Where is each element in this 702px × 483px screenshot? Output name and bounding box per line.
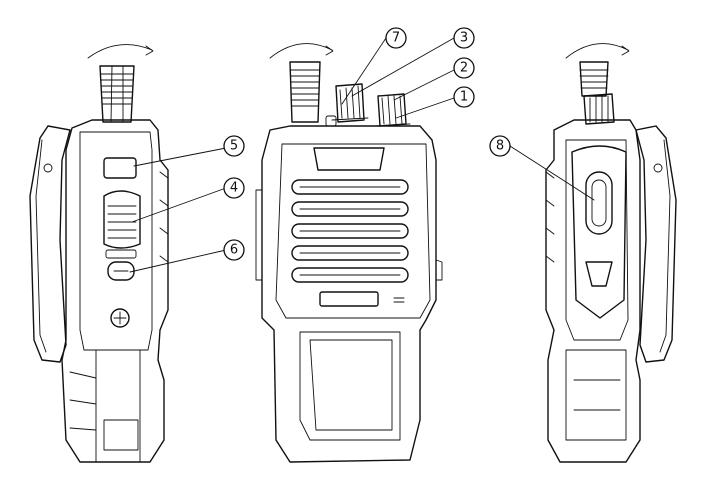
radio-body-front [256, 126, 442, 462]
ptt-button [104, 191, 140, 248]
callout-1: 1 [454, 87, 474, 107]
leader-4 [132, 188, 226, 222]
callout-5: 5 [224, 136, 244, 156]
volume-knob [374, 94, 410, 126]
speaker-grille [292, 180, 408, 282]
antenna-swing-arc [88, 45, 152, 58]
callout-2: 2 [454, 58, 474, 78]
callout-label-8: 8 [496, 139, 504, 154]
leader-3 [352, 38, 454, 96]
leader-6 [130, 250, 226, 272]
belt-clip-plate [572, 146, 626, 318]
leader-2 [394, 70, 454, 100]
antenna-right [580, 62, 614, 124]
led-indicator [326, 116, 336, 126]
logo-plate [314, 148, 384, 170]
leader-7 [342, 38, 386, 104]
callout-7: 7 [386, 28, 406, 48]
antenna-front [290, 62, 320, 122]
antenna-left [100, 66, 134, 122]
brand-plate [320, 292, 378, 306]
mic-holes [394, 298, 404, 302]
right-back-view [510, 44, 676, 462]
callout-8: 8 [490, 136, 510, 156]
lower-side-button [106, 250, 136, 280]
antenna-arc-arrow [146, 46, 153, 55]
callout-label-4: 4 [230, 181, 238, 196]
callout-label-1: 1 [460, 90, 468, 105]
top-side-button [104, 158, 136, 178]
callout-6: 6 [224, 240, 244, 260]
screw-icon [111, 309, 129, 327]
front-view [256, 38, 454, 462]
callout-label-3: 3 [460, 31, 468, 46]
callout-label-6: 6 [230, 243, 238, 258]
belt-clip-left [30, 126, 70, 362]
callout-label-2: 2 [460, 61, 468, 76]
callout-label-7: 7 [392, 31, 400, 46]
left-side-view [30, 45, 226, 462]
antenna-swing-arc-front [270, 44, 332, 58]
leader-8 [510, 146, 594, 200]
callout-label-5: 5 [230, 139, 238, 154]
callout-4: 4 [224, 178, 244, 198]
antenna-swing-arc-right [566, 44, 628, 58]
radio-body-left [62, 120, 168, 462]
callout-3: 3 [454, 28, 474, 48]
leader-5 [134, 148, 226, 166]
belt-clip-right [636, 126, 676, 362]
